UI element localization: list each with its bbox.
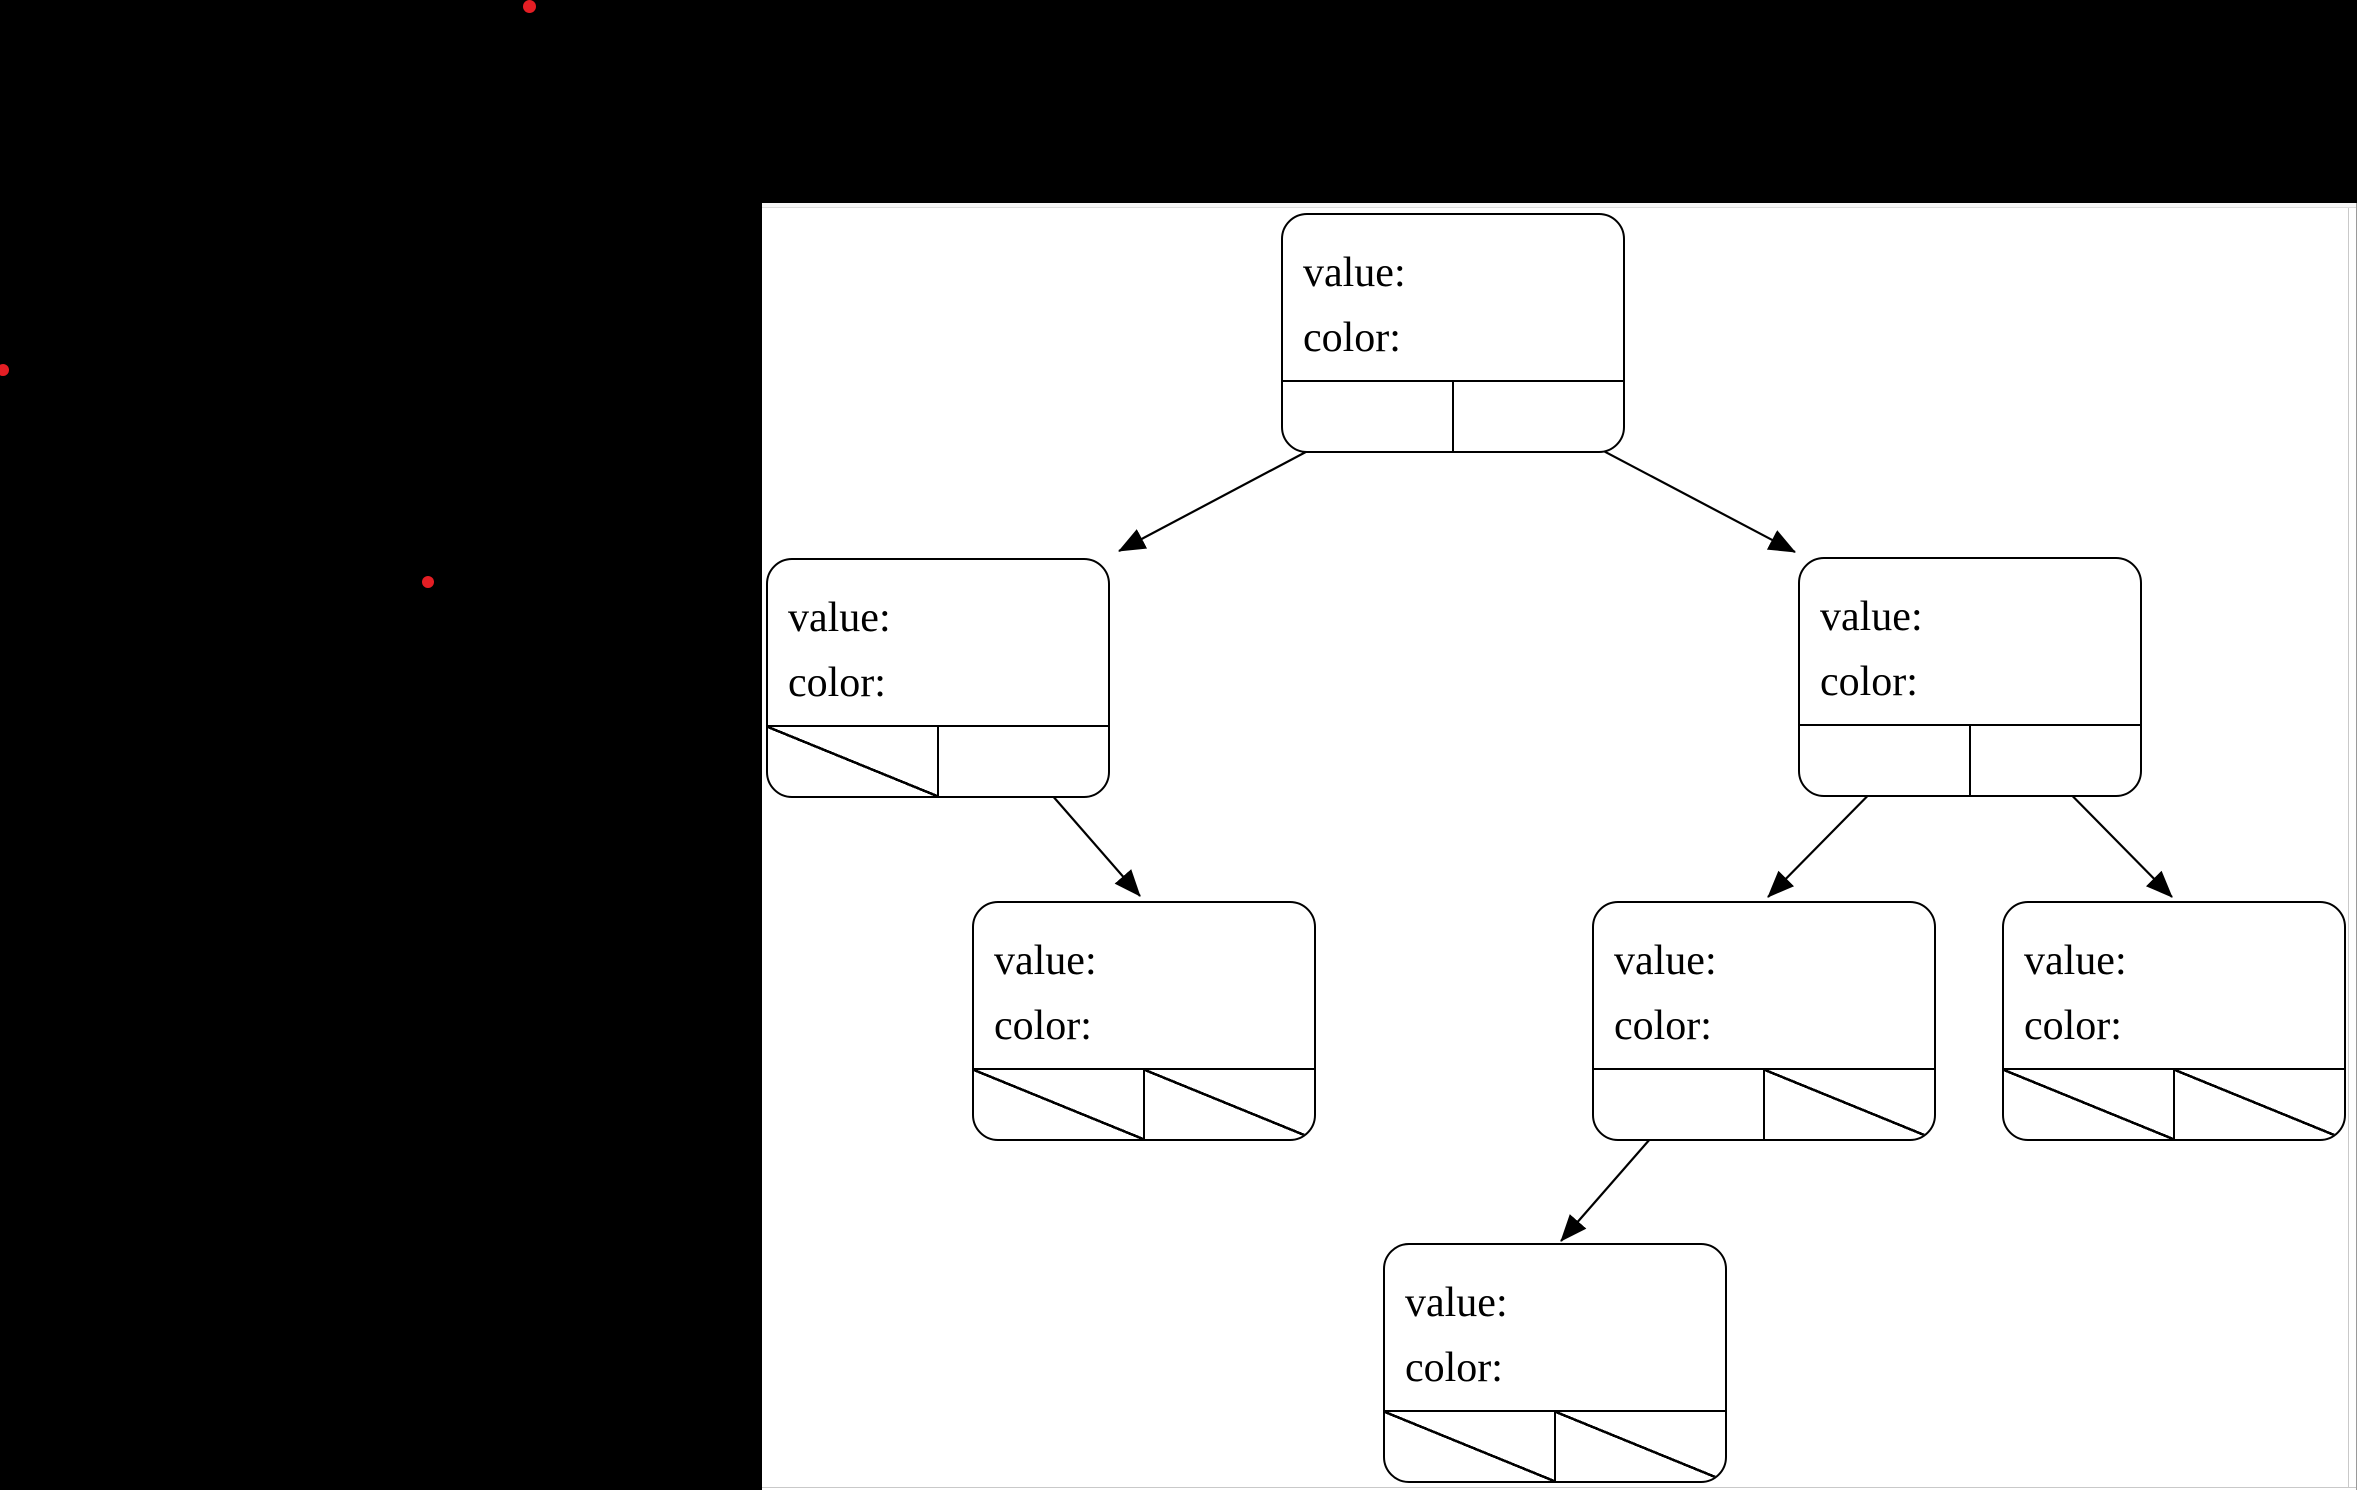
- tree-node-left-child: value: color:: [766, 558, 1110, 798]
- left-pointer-cell: [974, 1070, 1143, 1139]
- right-pointer-cell: [1143, 1070, 1314, 1139]
- tree-node-bottom: value: color:: [1383, 1243, 1727, 1483]
- window-bottom-border: [762, 1487, 2357, 1488]
- color-field-label: color:: [994, 1003, 1092, 1049]
- window-top-border: [762, 203, 2357, 208]
- right-pointer-cell: [1452, 382, 1623, 451]
- null-pointer-slash: [1145, 1070, 1314, 1139]
- value-field-label: value:: [1405, 1280, 1508, 1326]
- node-fields: value: color:: [768, 560, 1108, 716]
- null-pointer-slash: [1556, 1412, 1725, 1481]
- pointer-row: [1385, 1410, 1725, 1481]
- right-pointer-cell: [937, 727, 1108, 796]
- null-pointer-slash: [1385, 1412, 1554, 1481]
- value-field-label: value:: [994, 938, 1097, 984]
- node-fields: value: color:: [974, 903, 1314, 1059]
- node-fields: value: color:: [1385, 1245, 1725, 1401]
- node-fields: value: color:: [1800, 559, 2140, 715]
- scrollbar-track[interactable]: [2348, 208, 2353, 1487]
- laser-pointer-dot: [422, 576, 434, 588]
- null-pointer-slash: [2004, 1070, 2173, 1139]
- node-fields: value: color:: [1283, 215, 1623, 371]
- color-field-label: color:: [1614, 1003, 1712, 1049]
- tree-node-root: value: color:: [1281, 213, 1625, 453]
- left-pointer-cell: [1385, 1412, 1554, 1481]
- left-pointer-cell: [768, 727, 937, 796]
- null-pointer-slash: [2175, 1070, 2344, 1139]
- value-field-label: value:: [788, 595, 891, 641]
- pointer-row: [1283, 380, 1623, 451]
- node-fields: value: color:: [1594, 903, 1934, 1059]
- left-pointer-cell: [1800, 726, 1969, 795]
- left-pointer-cell: [1283, 382, 1452, 451]
- window-right-edge: [2355, 203, 2357, 1490]
- color-field-label: color:: [1820, 659, 1918, 705]
- color-field-label: color:: [788, 660, 886, 706]
- right-pointer-cell: [1969, 726, 2140, 795]
- pointer-row: [1800, 724, 2140, 795]
- color-field-label: color:: [2024, 1003, 2122, 1049]
- left-pointer-cell: [2004, 1070, 2173, 1139]
- tree-node-right-right-grandchild: value: color:: [2002, 901, 2346, 1141]
- right-pointer-cell: [2173, 1070, 2344, 1139]
- tree-node-right-left-grandchild: value: color:: [1592, 901, 1936, 1141]
- value-field-label: value:: [1820, 594, 1923, 640]
- color-field-label: color:: [1303, 315, 1401, 361]
- value-field-label: value:: [1614, 938, 1717, 984]
- tree-node-right-child: value: color:: [1798, 557, 2142, 797]
- tree-node-left-right-grandchild: value: color:: [972, 901, 1316, 1141]
- null-pointer-slash: [1765, 1070, 1934, 1139]
- pointer-row: [768, 725, 1108, 796]
- node-fields: value: color:: [2004, 903, 2344, 1059]
- laser-pointer-dot: [523, 0, 536, 13]
- value-field-label: value:: [2024, 938, 2127, 984]
- right-pointer-cell: [1763, 1070, 1934, 1139]
- pointer-row: [974, 1068, 1314, 1139]
- null-pointer-slash: [768, 727, 937, 796]
- pointer-row: [1594, 1068, 1934, 1139]
- laser-pointer-dot: [0, 364, 9, 376]
- left-pointer-cell: [1594, 1070, 1763, 1139]
- pointer-row: [2004, 1068, 2344, 1139]
- color-field-label: color:: [1405, 1345, 1503, 1391]
- right-pointer-cell: [1554, 1412, 1725, 1481]
- null-pointer-slash: [974, 1070, 1143, 1139]
- value-field-label: value:: [1303, 250, 1406, 296]
